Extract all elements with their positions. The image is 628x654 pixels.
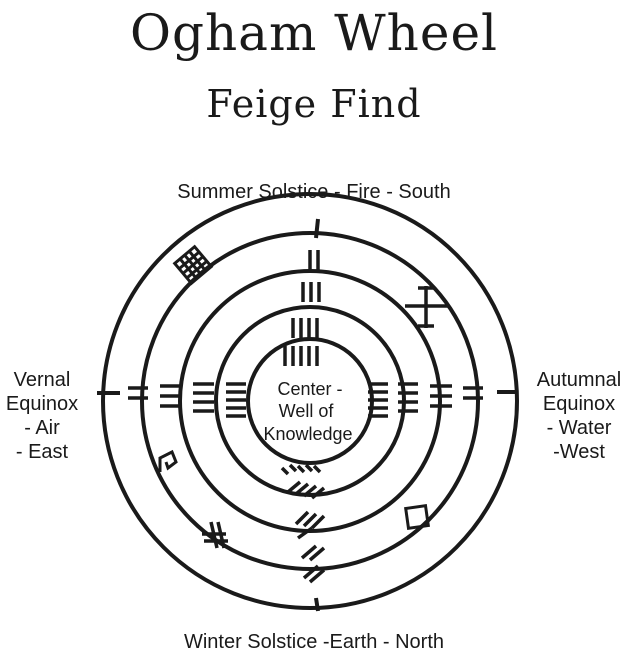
hash-symbol	[202, 521, 228, 549]
center-label-line: Knowledge	[263, 424, 352, 444]
grid-symbol	[172, 244, 214, 286]
ogham-right-5	[368, 382, 388, 418]
diamond-symbol	[404, 504, 430, 530]
ogham-left-4	[193, 382, 214, 413]
spiral-symbol	[158, 449, 178, 472]
label-west: Autumnal Equinox - Water -West	[530, 368, 628, 464]
cross-symbol	[405, 286, 448, 328]
ring-third	[140, 231, 480, 571]
ogham-bottom-5	[280, 463, 322, 476]
center-label-line: Well of	[279, 401, 335, 421]
label-east-line: Vernal	[13, 369, 71, 391]
label-west-line: - Water	[546, 417, 612, 439]
label-east: Vernal Equinox - Air - East	[0, 368, 84, 464]
ogham-top-2	[308, 250, 320, 270]
ogham-right-4	[398, 382, 418, 413]
label-west-line: -West	[553, 441, 605, 463]
ogham-right-2	[463, 386, 483, 400]
label-east-line: - East	[15, 441, 69, 463]
ogham-bottom-5b	[296, 526, 326, 584]
label-north: Winter Solstice -Earth - North	[183, 631, 445, 653]
page-subtitle: Feige Find	[206, 82, 422, 126]
ogham-left-3	[160, 384, 182, 408]
stem-top-outer	[314, 218, 320, 239]
label-west-line: Equinox	[542, 393, 616, 415]
ogham-bottom-3	[294, 510, 326, 530]
ogham-bottom-4	[286, 480, 326, 500]
label-south: Summer Solstice - Fire - South	[177, 181, 451, 203]
ogham-top-5	[283, 346, 319, 366]
label-east-line: Equinox	[5, 393, 79, 415]
label-west-line: Autumnal	[536, 369, 622, 391]
ring-outer	[101, 192, 519, 610]
ogham-left-5	[226, 382, 246, 418]
stem-bottom-outer	[314, 597, 320, 612]
ogham-right-3	[430, 384, 452, 408]
ogham-top-4	[291, 318, 319, 338]
ogham-bottom-2	[300, 544, 326, 562]
ogham-left-2	[128, 386, 148, 400]
page-title: Ogham Wheel	[129, 4, 499, 62]
label-east-line: - Air	[24, 417, 60, 439]
center-label-line: Center -	[277, 379, 342, 399]
ogham-top-3	[301, 282, 321, 302]
